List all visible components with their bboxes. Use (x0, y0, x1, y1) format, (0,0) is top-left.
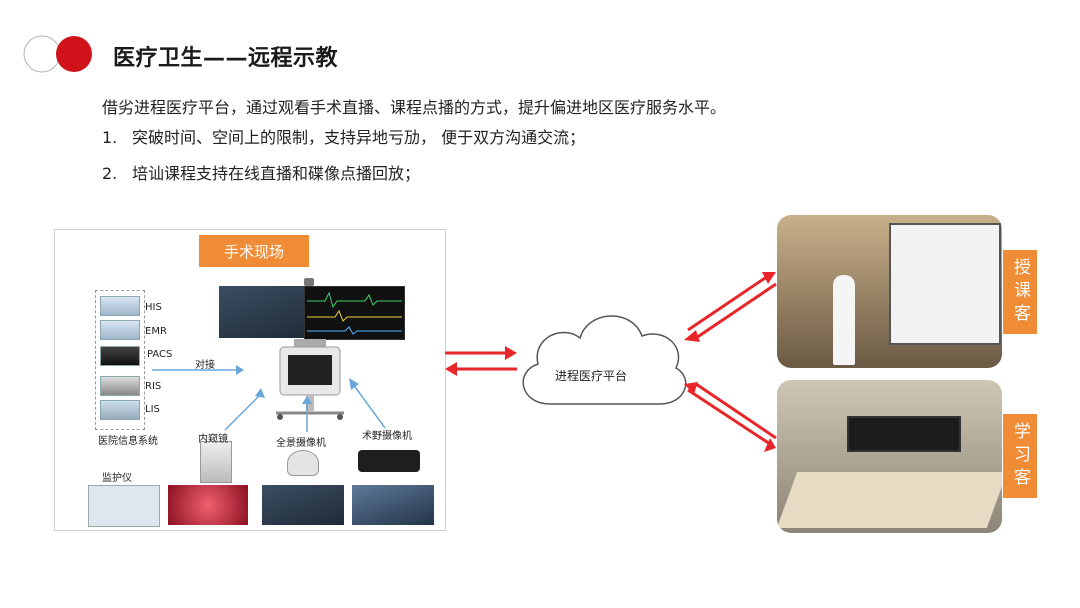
patient-monitor-photo (88, 485, 160, 527)
point-1: 1. 突破时间、空间上的限制，支持异地亏劢， 便于双方沟通交流； (102, 124, 585, 148)
endoscopy-view-photo (168, 485, 248, 525)
waveform-icon (307, 291, 402, 335)
lower-double-arrow-icon (684, 382, 777, 452)
field-camera-icon (358, 450, 420, 472)
scene-title-badge: 手术现场 (199, 235, 309, 267)
emr-thumbnail-icon (100, 320, 140, 340)
system-label-his: HIS (145, 302, 162, 313)
logo-circles (23, 35, 92, 73)
video-cart-icon (276, 339, 344, 420)
monitor-label: 监护仪 (102, 473, 132, 484)
vital-monitor-screen (304, 286, 405, 340)
operating-room-photo (262, 485, 344, 525)
endoscope-device-icon (200, 441, 232, 483)
device-label-panoramic-camera: 全景摄像机 (276, 438, 326, 449)
teach-side-label-text: 授课客 (1010, 257, 1030, 327)
or-room-photo (219, 286, 305, 338)
connect-arrow-icon (152, 365, 244, 375)
panoramic-camera-icon (287, 450, 319, 476)
teaching-room-photo (777, 215, 1002, 368)
cloud-platform-icon (522, 315, 687, 405)
projection-screen (889, 223, 1001, 345)
point-2: 2. 培讪课程支持在线直播和碟像点播回放； (102, 160, 420, 184)
system-label-pacs: PACS (147, 349, 173, 360)
upper-double-arrow-icon (684, 272, 777, 342)
learning-room-photo (777, 380, 1002, 533)
cloud-label: 进程医疗平台 (555, 369, 628, 383)
ris-thumbnail-icon (100, 376, 140, 396)
system-label-lis: LIS (145, 404, 160, 415)
lis-thumbnail-icon (100, 400, 140, 420)
point-1-number: 1. (102, 128, 118, 147)
teach-side-label: 授课客 (1003, 250, 1037, 334)
system-label-emr: EMR (145, 326, 167, 337)
hospital-systems-box (95, 290, 145, 430)
left-double-arrow-icon (445, 346, 517, 376)
learn-side-label: 学习客 (1003, 414, 1037, 498)
ptz-camera-icon (304, 278, 314, 286)
video-wall (847, 416, 961, 452)
pacs-thumbnail-icon (100, 346, 140, 366)
device-label-field-camera: 术野摄像机 (362, 431, 412, 442)
conference-table (777, 472, 1002, 528)
his-thumbnail-icon (100, 296, 140, 316)
learn-side-label-text: 学习客 (1010, 421, 1030, 491)
systems-caption: 医院信息系统 (98, 436, 158, 447)
point-2-number: 2. (102, 164, 118, 183)
device-arrows (224, 378, 386, 432)
connect-label: 对接 (195, 360, 215, 371)
surgical-field-photo (352, 485, 434, 525)
lecturer-figure (833, 275, 855, 365)
intro-text: 借劣进程医疗平台，通过观看手术直播、课程点播的方式，提升偏进地区医疗服务水平。 (102, 98, 727, 117)
page-title: 医疗卫生——远程示教 (113, 46, 339, 71)
device-label-endoscope: 内窥镜 (198, 434, 228, 445)
system-label-ris: RIS (145, 381, 162, 392)
point-1-text: 突破时间、空间上的限制，支持异地亏劢， 便于双方沟通交流； (132, 128, 586, 147)
point-2-text: 培讪课程支持在线直播和碟像点播回放； (132, 164, 421, 183)
